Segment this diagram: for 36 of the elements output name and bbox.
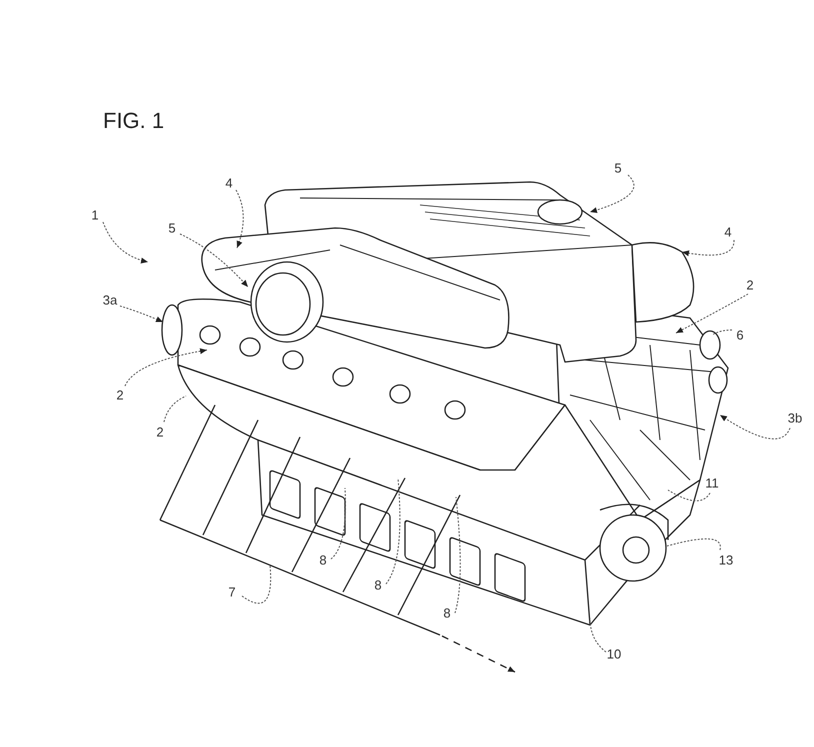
- leader-line: [102, 222, 148, 264]
- leader-line: [330, 488, 346, 560]
- callout-number: 5: [614, 162, 622, 174]
- callout-number: 4: [724, 226, 732, 238]
- figure-label: FIG. 1: [103, 108, 164, 134]
- leader-line: [454, 496, 461, 614]
- leader-line: [720, 414, 790, 440]
- callout-number: 2: [116, 388, 124, 402]
- leader-line: [590, 618, 606, 652]
- leader-line: [682, 240, 734, 256]
- leader-line: [164, 396, 186, 422]
- callout-number: 8: [374, 578, 382, 592]
- leader-line: [676, 294, 748, 334]
- callout-number: 8: [319, 554, 327, 566]
- leader-line: [180, 234, 248, 288]
- leader-line: [236, 190, 244, 248]
- callout-number: 2: [156, 426, 164, 438]
- callout-number: 2: [746, 278, 754, 292]
- callout-number: 3a: [102, 294, 118, 306]
- callout-number: 6: [736, 328, 744, 342]
- callout-number: 11: [705, 476, 719, 490]
- leader-line: [668, 490, 710, 502]
- leader-line: [242, 564, 272, 604]
- callout-number: 5: [168, 222, 176, 234]
- callout-number: 8: [443, 606, 451, 620]
- callout-number: 1: [91, 208, 99, 222]
- leader-line: [386, 478, 400, 584]
- leader-line: [120, 306, 164, 322]
- callout-number: 10: [606, 648, 622, 660]
- leader-line: [590, 174, 634, 213]
- callout-number: 13: [718, 554, 734, 566]
- callout-number: 7: [228, 586, 236, 598]
- leader-line: [712, 330, 732, 336]
- callout-number: 4: [225, 176, 233, 190]
- callout-number: 3b: [788, 412, 802, 424]
- leader-line: [124, 348, 208, 386]
